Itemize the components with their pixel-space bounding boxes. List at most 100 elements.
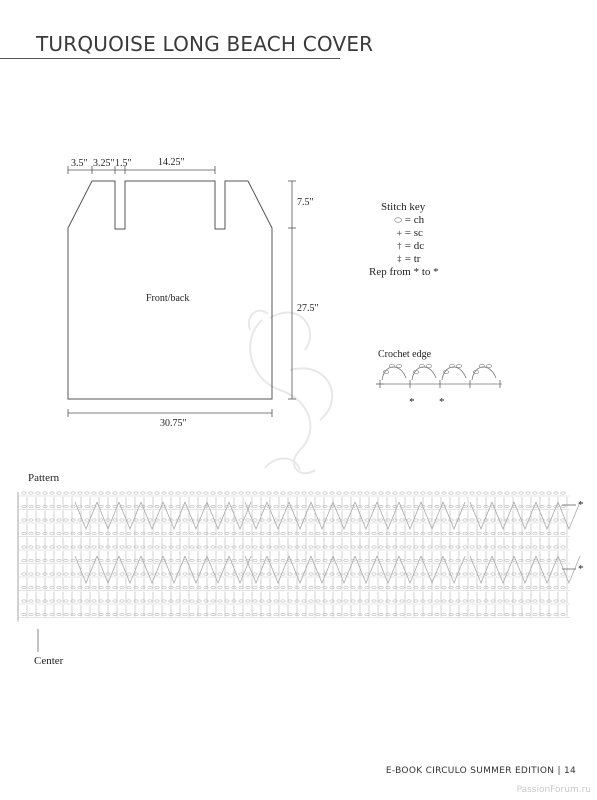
chain-oval — [182, 531, 188, 535]
chain-oval — [434, 612, 440, 616]
chain-oval — [196, 612, 202, 616]
chain-oval — [413, 572, 419, 576]
chain-oval — [364, 518, 370, 522]
chain-oval — [490, 491, 496, 495]
chain-oval — [63, 531, 69, 535]
chain-oval — [259, 585, 265, 589]
chain-oval — [112, 572, 118, 576]
chain-oval — [70, 585, 76, 589]
chain-oval — [406, 504, 412, 508]
chain-oval — [301, 504, 307, 508]
chain-oval — [287, 531, 293, 535]
chain-oval — [77, 504, 83, 508]
chain-oval — [364, 558, 370, 562]
chain-oval — [364, 612, 370, 616]
chain-oval — [406, 558, 412, 562]
chain-oval — [133, 585, 139, 589]
chain-oval — [427, 531, 433, 535]
chain-oval — [399, 545, 405, 549]
chain-oval — [413, 504, 419, 508]
chain-oval — [406, 612, 412, 616]
chain-oval — [434, 599, 440, 603]
chain-oval — [252, 518, 258, 522]
chain-oval — [301, 491, 307, 495]
chain-oval — [455, 531, 461, 535]
chain-oval — [476, 491, 482, 495]
chain-oval — [203, 491, 209, 495]
chain-oval — [21, 572, 27, 576]
chain-oval — [217, 545, 223, 549]
chain-oval — [252, 612, 258, 616]
chain-oval — [203, 585, 209, 589]
chain-oval — [308, 531, 314, 535]
chain-oval — [441, 612, 447, 616]
chain-oval — [490, 531, 496, 535]
lace-v-motif — [244, 501, 268, 531]
chain-oval — [119, 531, 125, 535]
chain-oval — [287, 518, 293, 522]
chain-oval — [217, 585, 223, 589]
chain-oval — [203, 531, 209, 535]
chain-oval — [28, 585, 34, 589]
chain-oval — [399, 585, 405, 589]
chain-oval — [119, 518, 125, 522]
chain-oval — [280, 585, 286, 589]
chain-oval — [560, 599, 566, 603]
lace-v-motif — [376, 555, 400, 585]
chain-oval — [504, 504, 510, 508]
lace-v-motif — [184, 501, 208, 531]
chain-oval — [147, 599, 153, 603]
lace-v-motif — [332, 501, 356, 531]
lace-v-motif — [535, 555, 559, 585]
chain-oval — [56, 612, 62, 616]
chain-oval — [553, 572, 559, 576]
chain-oval — [427, 599, 433, 603]
chain-oval — [154, 504, 160, 508]
treble-crochet-icon: ‡ — [396, 255, 402, 265]
chain-oval — [217, 518, 223, 522]
lace-v-motif — [96, 501, 120, 531]
chain-oval — [105, 491, 111, 495]
chain-oval — [154, 585, 160, 589]
page-title: TURQUOISE LONG BEACH COVER — [36, 32, 374, 56]
chain-oval — [539, 612, 545, 616]
chain-oval — [441, 599, 447, 603]
chain-oval — [252, 558, 258, 562]
chain-oval — [140, 599, 146, 603]
chain-oval — [84, 612, 90, 616]
chain-oval — [497, 531, 503, 535]
chain-oval — [448, 599, 454, 603]
chain-oval — [140, 545, 146, 549]
chain-oval — [21, 545, 27, 549]
chain-oval — [56, 572, 62, 576]
crochet-pattern-chart — [17, 491, 581, 652]
chain-oval — [245, 518, 251, 522]
chain-oval — [560, 518, 566, 522]
chain-oval — [49, 599, 55, 603]
chain-oval — [497, 599, 503, 603]
chain-oval — [343, 504, 349, 508]
chain-oval — [119, 545, 125, 549]
chain-oval — [434, 491, 440, 495]
chain-oval — [539, 599, 545, 603]
lace-v-motif — [162, 555, 186, 585]
chain-oval — [385, 612, 391, 616]
chain-oval — [84, 599, 90, 603]
lace-v-motif — [288, 501, 312, 531]
chain-oval — [119, 491, 125, 495]
lace-v-motif — [376, 501, 400, 531]
chain-oval — [210, 531, 216, 535]
chain-oval — [413, 558, 419, 562]
chain-oval — [133, 612, 139, 616]
chain-oval — [189, 491, 195, 495]
chain-oval — [280, 572, 286, 576]
chain-oval — [119, 585, 125, 589]
chain-oval — [28, 612, 34, 616]
chain-oval — [175, 504, 181, 508]
chain-oval — [490, 585, 496, 589]
chain-oval — [476, 585, 482, 589]
chain-oval — [427, 491, 433, 495]
chain-oval — [273, 585, 279, 589]
chain-oval — [112, 612, 118, 616]
chain-oval — [196, 558, 202, 562]
